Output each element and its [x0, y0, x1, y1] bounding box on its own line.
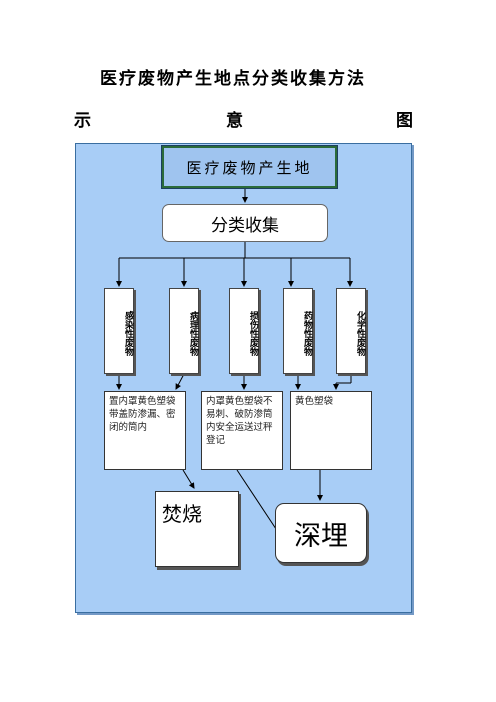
arrow-treat2-to-bury [236, 469, 281, 536]
diagram-title-line2: 示 意 图 [74, 106, 420, 131]
incinerate-box: 焚烧 [155, 491, 239, 567]
category-pharmaceutical: 药物性废物 [283, 288, 313, 374]
classify-box: 分类收集 [162, 204, 328, 242]
bury-box: 深埋 [275, 503, 367, 563]
arrow-cat2-to-treat1 [175, 373, 185, 390]
category-sharps: 损伤性废物 [229, 288, 259, 374]
title-char-1: 示 [74, 111, 91, 131]
category-infectious: 感染性废物 [104, 288, 134, 374]
title-char-3: 图 [396, 111, 413, 131]
diagram-title: 医疗废物产生地点分类收集方法 [100, 69, 366, 89]
category-chemical: 化学性废物 [336, 288, 366, 374]
arrow-treat1-to-burn [182, 469, 195, 489]
treatment-box-1: 置内罩黄色塑袋带盖防渗漏、密闭的筒内 [104, 391, 186, 470]
title-char-2: 意 [226, 111, 243, 131]
treatment-box-3: 黄色塑袋 [290, 391, 372, 470]
category-pathological: 病理性废物 [169, 288, 199, 374]
source-box: 医疗废物产生地 [161, 145, 338, 189]
treatment-box-2: 内罩黄色塑袋不易刺、破防渗筒内安全运送过秤登记 [201, 391, 283, 470]
